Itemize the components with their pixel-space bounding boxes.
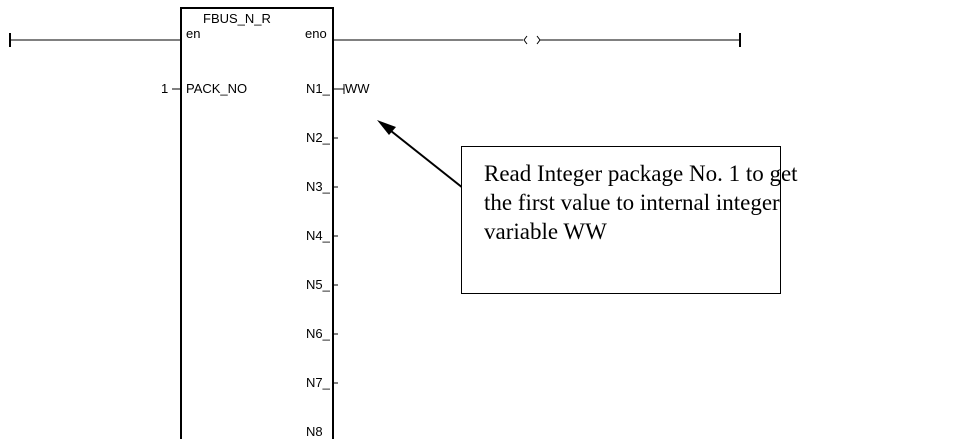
coil-left-paren: [523, 35, 528, 45]
n5-pin-label: N5_: [306, 277, 330, 292]
n3-pin-label: N3_: [306, 179, 330, 194]
n1-pin-label: N1_: [306, 81, 330, 96]
callout-line-1: Read Integer package No. 1 to get: [484, 161, 798, 186]
n2-pin-label: N2_: [306, 130, 330, 145]
en-pin-label: en: [186, 26, 201, 41]
function-block-name: FBUS_N_R: [203, 11, 271, 26]
pack-no-pin-label: PACK_NO: [186, 81, 248, 96]
function-block-box: [180, 7, 334, 439]
n6-pin-label: N6_: [306, 326, 330, 341]
callout-line-3: variable WW: [484, 219, 607, 244]
pack-no-constant: 1: [161, 81, 169, 96]
callout-arrow-line: [385, 126, 469, 193]
callout-arrowhead: [377, 120, 396, 135]
callout-box: Read Integer package No. 1 to get the fi…: [461, 146, 798, 294]
eno-pin-label: eno: [305, 26, 327, 41]
n7-pin-label: N7_: [306, 375, 330, 390]
n8-pin-label: N8: [306, 424, 323, 439]
coil-right-paren: [536, 35, 541, 45]
output-variable-label: WW: [345, 81, 370, 96]
callout-line-2: the first value to internal integer: [484, 190, 780, 215]
coil-symbol: ( ): [523, 33, 532, 47]
n4-pin-label: N4_: [306, 228, 330, 243]
callout-text: Read Integer package No. 1 to get the fi…: [484, 159, 798, 246]
